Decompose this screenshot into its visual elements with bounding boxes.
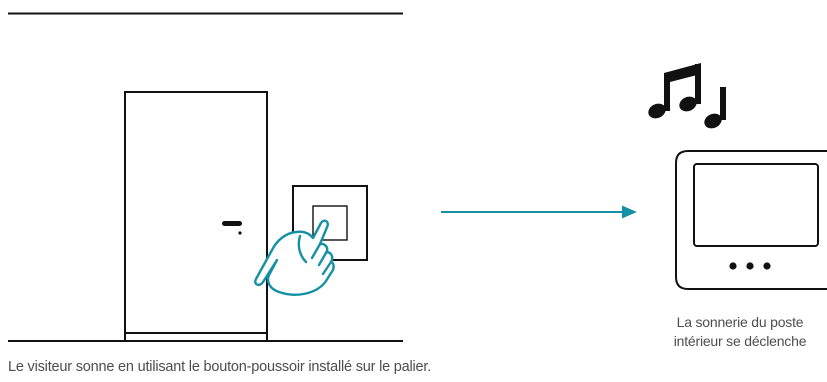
monitor-buttons [729,262,771,270]
pointing-hand-icon [254,219,335,296]
door-icon [124,91,268,341]
door-handle [222,221,242,235]
arrow-right-icon [441,205,637,219]
indoor-unit-caption: La sonnerie du poste intérieur se déclen… [660,313,820,351]
visitor-caption: Le visiteur sonne en utilisant le bouton… [8,359,432,375]
music-notes-icon [648,63,726,129]
indoor-caption-line-1: La sonnerie du poste [676,314,804,330]
monitor-screen [693,163,819,247]
indoor-caption-line-2: intérieur se déclenche [673,333,807,349]
video-intercom-monitor-icon [675,150,827,290]
